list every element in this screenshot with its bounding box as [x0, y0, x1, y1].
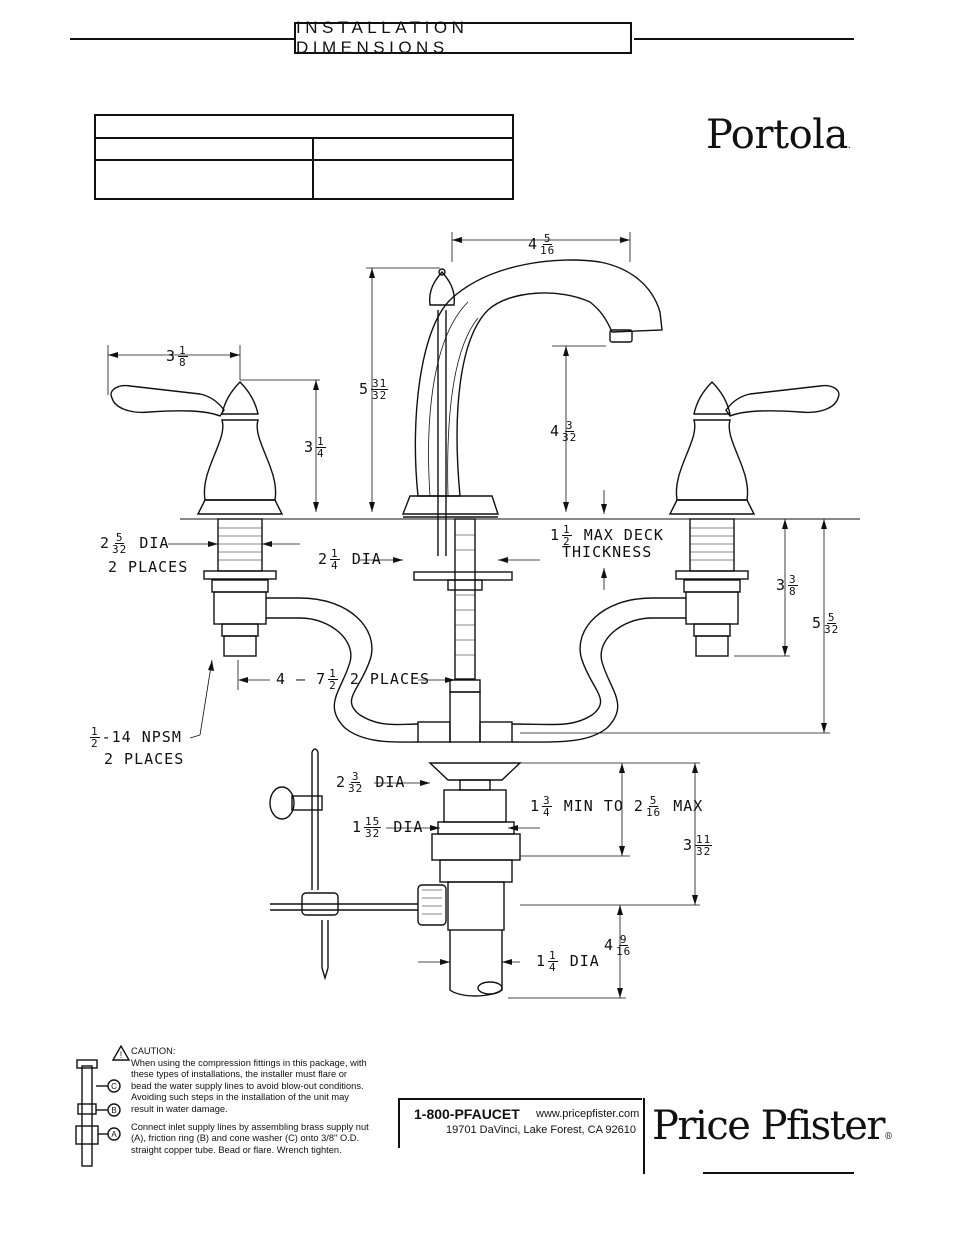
dim-deck-thickness-line2: THICKNESS	[562, 543, 653, 561]
address: 19701 DaVinci, Lake Forest, CA 92610	[446, 1124, 636, 1136]
contact-box	[398, 1098, 642, 1148]
logo-box	[643, 1098, 855, 1174]
caution-note: CAUTION: When using the compression fitt…	[131, 1046, 381, 1156]
left-lever	[110, 384, 225, 417]
dim-npsm-places: 2 PLACES	[104, 750, 185, 768]
right-handle-body	[675, 419, 749, 501]
left-supply-hose	[266, 597, 419, 726]
caution-heading: CAUTION:	[131, 1046, 176, 1056]
label-a: A	[111, 1130, 117, 1139]
spec-table-row-divider	[96, 159, 512, 161]
phone-number[interactable]: 1-800-PFAUCET	[414, 1106, 520, 1122]
company-logo: Price Pfister®	[652, 1103, 893, 1149]
spout	[414, 259, 663, 497]
spec-table-col-divider	[312, 137, 314, 198]
header-rule-left	[70, 38, 266, 40]
dim-valve-places: 2 PLACES	[108, 558, 189, 576]
drain-flange	[428, 762, 522, 781]
website-link[interactable]: www.pricepfister.com	[536, 1108, 640, 1120]
label-c: C	[111, 1082, 117, 1091]
right-lever	[725, 384, 840, 417]
product-logo: Portola.	[706, 112, 851, 158]
header-rule-left-step	[266, 38, 294, 40]
svg-text:!: !	[120, 1050, 123, 1060]
right-supply-hose	[511, 597, 686, 726]
spec-table-row-divider	[96, 137, 512, 139]
page-title: INSTALLATION DIMENSIONS	[294, 18, 632, 57]
header-rule-right	[634, 38, 854, 40]
footer-rule	[703, 1172, 854, 1174]
label-b: B	[111, 1106, 116, 1115]
left-handle-body	[203, 419, 277, 501]
spec-table	[94, 114, 514, 200]
